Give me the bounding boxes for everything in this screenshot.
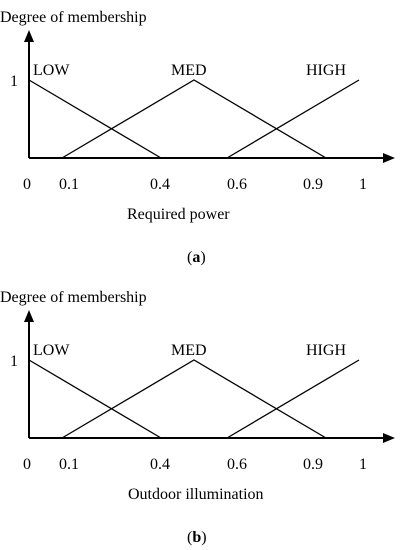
series-label-high: HIGH: [306, 342, 346, 359]
series-line-low: [28, 79, 162, 159]
x-axis-arrowhead: [383, 433, 395, 443]
y-axis-label: Degree of membership: [0, 289, 147, 306]
series-line-low: [28, 359, 162, 439]
series-line-high: [226, 359, 360, 439]
x-tick-0: 0: [23, 176, 31, 193]
x-axis-label: Outdoor illumination: [128, 486, 264, 503]
x-tick-0-4: 0.4: [150, 456, 170, 473]
x-tick-0-6: 0.6: [227, 456, 247, 473]
series-line-med: [61, 359, 327, 439]
x-tick-1: 1: [359, 456, 367, 473]
y-tick-1: 1: [10, 73, 18, 90]
panel-a: Degree of membership 1 LOW MED HIGH 0 0.…: [0, 9, 395, 266]
x-tick-0-1: 0.1: [59, 176, 79, 193]
series-label-low: LOW: [33, 62, 70, 79]
series-line-high: [226, 79, 360, 159]
y-axis-arrowhead: [24, 30, 34, 42]
x-tick-0-1: 0.1: [59, 456, 79, 473]
panel-caption-a: (a): [187, 249, 206, 266]
caption-letter: a: [192, 249, 200, 266]
panel-b: Degree of membership 1 LOW MED HIGH 0 0.…: [0, 289, 395, 546]
x-tick-0-6: 0.6: [227, 176, 247, 193]
x-tick-0: 0: [23, 456, 31, 473]
x-tick-0-4: 0.4: [150, 176, 170, 193]
x-axis-label: Required power: [127, 206, 230, 223]
membership-functions: [28, 359, 360, 439]
y-tick-1: 1: [10, 353, 18, 370]
x-tick-0-9: 0.9: [303, 456, 323, 473]
series-label-med: MED: [171, 342, 207, 359]
panel-caption-b: (b): [187, 529, 207, 546]
series-label-high: HIGH: [306, 62, 346, 79]
x-tick-0-9: 0.9: [303, 176, 323, 193]
y-axis-arrowhead: [24, 310, 34, 322]
x-tick-1: 1: [359, 176, 367, 193]
membership-functions: [28, 79, 360, 159]
y-axis-label: Degree of membership: [0, 9, 147, 26]
series-label-low: LOW: [33, 342, 70, 359]
x-axis-arrowhead: [383, 153, 395, 163]
series-label-med: MED: [171, 62, 207, 79]
series-line-med: [61, 79, 327, 159]
caption-letter: b: [192, 529, 201, 546]
